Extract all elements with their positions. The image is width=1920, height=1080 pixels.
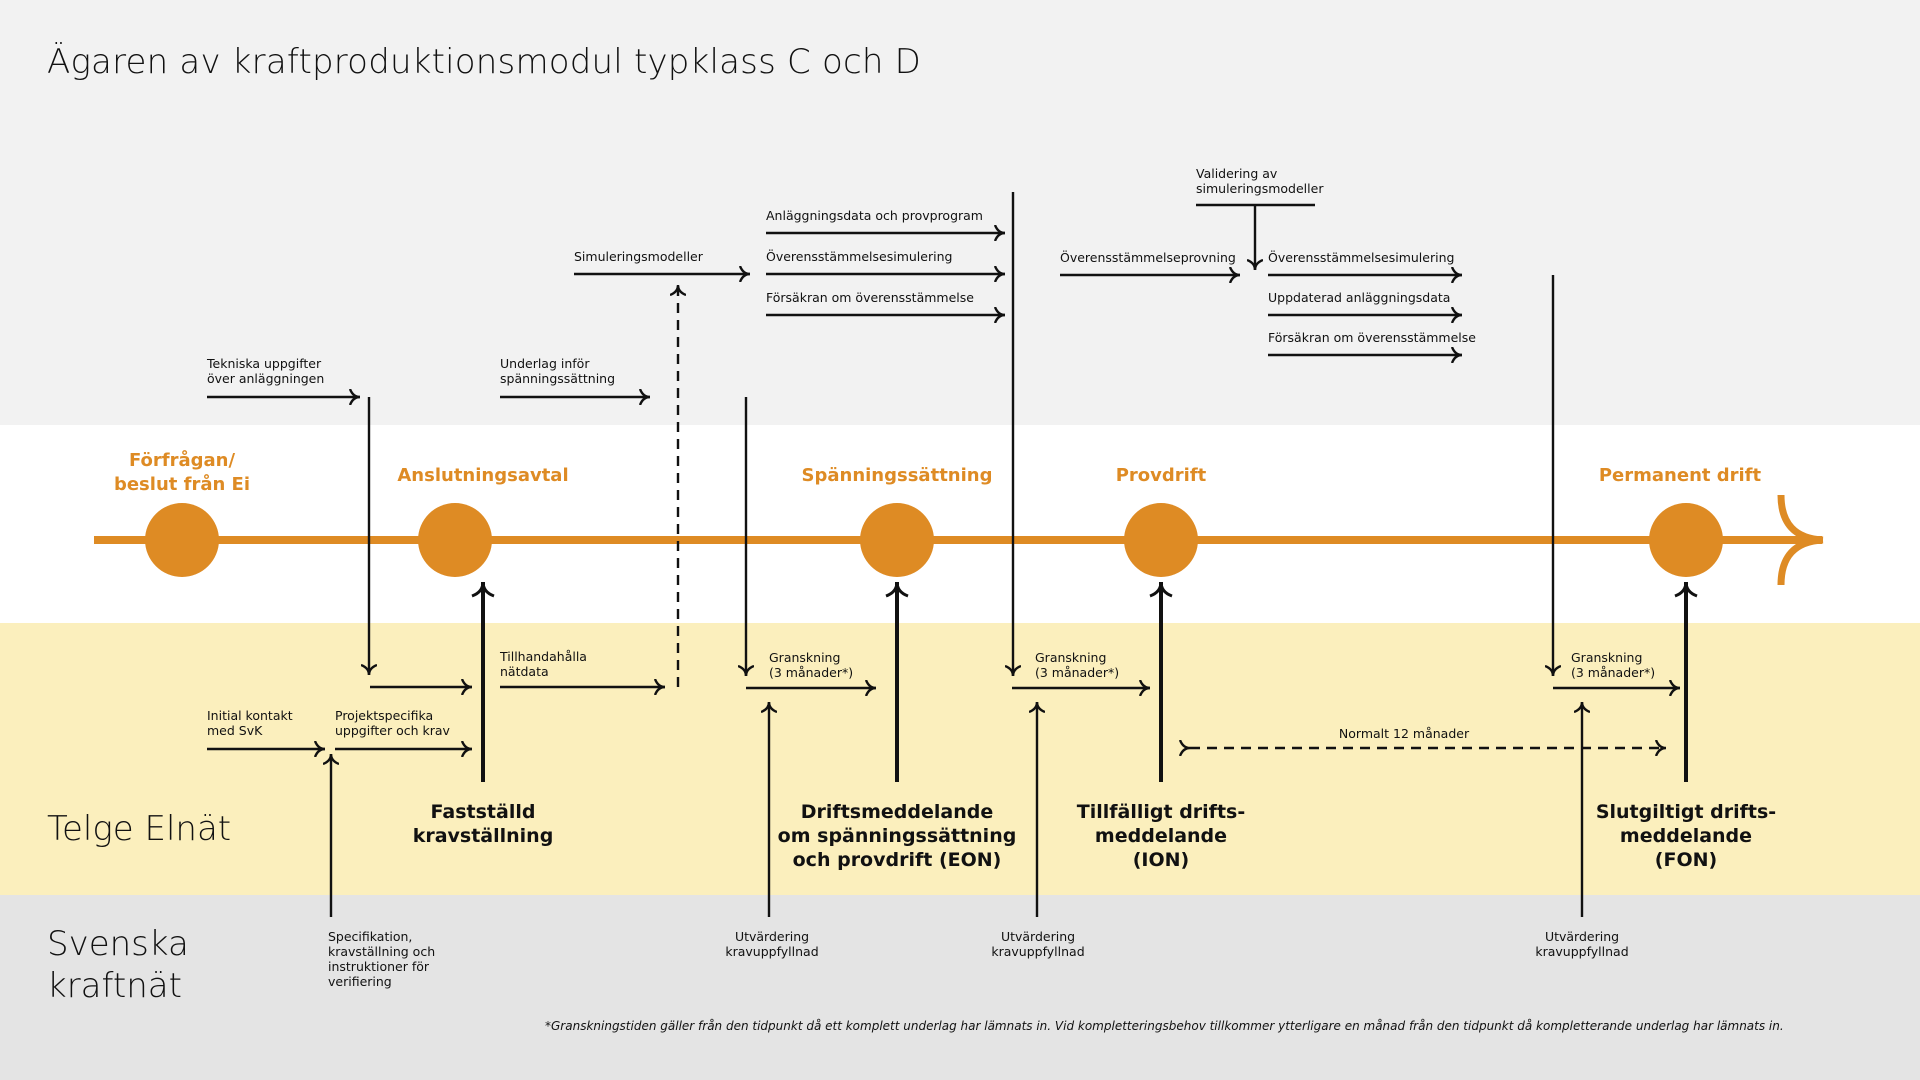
label-line: Granskning [1035, 650, 1107, 665]
stage-label-provdrift: Provdrift [1115, 465, 1207, 486]
timeline [94, 494, 1824, 586]
label-line: Projektspecifika [335, 708, 434, 723]
label-line: spänningssättning [500, 371, 616, 386]
label-line: simuleringsmodeller [1196, 181, 1324, 196]
milestone-label-ion: Tillfälligt drifts- meddelande (ION) [1077, 800, 1245, 872]
label-underlag: Underlag inför spänningssättning [500, 356, 615, 386]
label-fon-input-1: Överensstämmelsesimulering [1268, 250, 1455, 265]
label-line: (3 månader*) [769, 665, 854, 680]
label-line: verifiering [328, 974, 392, 989]
milestone-line: (FON) [1654, 849, 1718, 871]
label-line: Initial kontakt [207, 708, 293, 723]
milestone-line: (ION) [1132, 849, 1190, 871]
stage-label-permanent-drift: Permanent drift [1598, 465, 1762, 486]
stage-label-anslutningsavtal: Anslutningsavtal [397, 465, 569, 486]
label-normalt-12-manader: Normalt 12 månader [1338, 726, 1470, 741]
label-line: kravuppfyllnad [991, 944, 1085, 959]
label-line: Granskning [769, 650, 841, 665]
label-line: Tillhandahålla [500, 649, 587, 664]
label-line: Utvärdering [1544, 929, 1620, 944]
label-line: Underlag inför [500, 356, 590, 371]
milestone-arrowhead-fon-icon [1674, 581, 1698, 598]
label-line: över anläggningen [207, 371, 325, 386]
stage-dot-provdrift [1124, 503, 1198, 577]
label-line: Specifikation, [328, 929, 413, 944]
label-initial-kontakt: Initial kontakt med SvK [207, 708, 293, 738]
label-line: Granskning [1571, 650, 1643, 665]
milestone-line: meddelande [1094, 825, 1228, 847]
label-utvardering-fon: Utvärdering kravuppfyllnad [1535, 929, 1628, 959]
lane-label-grid-owner: Telge Elnät [47, 809, 232, 849]
label-tillhandahalla: Tillhandahålla nätdata [500, 649, 587, 679]
label-granskning-eon: Granskning (3 månader*) [769, 650, 853, 680]
tso-lane-band [0, 895, 1920, 1080]
stage-label-line: Förfrågan/ [128, 450, 236, 471]
milestone-label-fon: Slutgiltigt drifts- meddelande (FON) [1596, 800, 1776, 872]
page-title: Ägaren av kraftproduktionsmodul typklass… [47, 42, 921, 82]
milestone-line: meddelande [1619, 825, 1753, 847]
owner-lane-band [0, 0, 1920, 425]
label-line: kravställning och [328, 944, 436, 959]
label-specifikation: Specifikation, kravställning och instruk… [328, 929, 435, 989]
milestone-line: om spänningssättning [777, 825, 1017, 847]
label-projektspecifika: Projektspecifika uppgifter och krav [335, 708, 450, 738]
milestone-arrowhead-ion-icon [1149, 581, 1173, 598]
label-simuleringsmodeller: Simuleringsmodeller [574, 249, 703, 264]
label-eon-input-3: Försäkran om överensstämmelse [766, 290, 974, 305]
stage-label-spanningssattning: Spänningssättning [801, 465, 993, 486]
milestone-label-eon: Driftsmeddelande om spänningssättning oc… [778, 800, 1017, 872]
label-utvardering-ion: Utvärdering kravuppfyllnad [991, 929, 1084, 959]
label-eon-input-1: Anläggningsdata och provprogram [766, 208, 983, 223]
label-line: kravuppfyllnad [1535, 944, 1629, 959]
milestone-line: Tillfälligt drifts- [1076, 801, 1246, 823]
milestone-arrowhead-eon-icon [885, 581, 909, 598]
label-eon-input-2: Överensstämmelsesimulering [766, 249, 953, 264]
grid-owner-lane-band [0, 623, 1920, 895]
stage-dot-forfragan [145, 503, 219, 577]
timeline-end-arrow-icon [1777, 494, 1824, 586]
timeline-band [0, 425, 1920, 623]
footnote: *Granskningstiden gäller från den tidpun… [545, 1019, 1784, 1033]
label-granskning-ion: Granskning (3 månader*) [1035, 650, 1119, 680]
milestone-line: Fastställd [430, 801, 536, 823]
label-fon-input-3: Försäkran om överensstämmelse [1268, 330, 1476, 345]
label-fon-input-2: Uppdaterad anläggningsdata [1268, 290, 1451, 305]
label-utvardering-eon: Utvärdering kravuppfyllnad [725, 929, 818, 959]
lane-label-tso: Svenska kraftnät [47, 923, 189, 1007]
label-tekniska-uppgifter: Tekniska uppgifter över anläggningen [207, 356, 324, 386]
label-line: Utvärdering [1000, 929, 1076, 944]
label-line: uppgifter och krav [335, 723, 450, 738]
milestone-arrowhead-kravstallning-icon [471, 581, 495, 598]
milestone-line: kravställning [412, 825, 554, 847]
milestone-line: Driftsmeddelande [800, 801, 994, 823]
label-line: Validering av [1196, 166, 1278, 181]
milestone-label-kravstallning: Fastställd kravställning [413, 800, 554, 848]
label-line: Tekniska uppgifter [207, 356, 322, 371]
stage-label-line: beslut från Ei [113, 474, 251, 495]
stage-label-forfragan: Förfrågan/ beslut från Ei [114, 449, 250, 497]
stage-dot-anslutningsavtal [418, 503, 492, 577]
milestone-line: och provdrift (EON) [792, 849, 1002, 871]
label-line: (3 månader*) [1035, 665, 1120, 680]
lane-label-tso-line2: kraftnät [47, 966, 182, 1006]
label-line: instruktioner för [328, 959, 430, 974]
label-line: Utvärdering [734, 929, 810, 944]
label-line: kravuppfyllnad [725, 944, 819, 959]
label-granskning-fon: Granskning (3 månader*) [1571, 650, 1655, 680]
label-overensstammelseprovning: Överensstämmelseprovning [1060, 250, 1236, 265]
label-line: med SvK [207, 723, 263, 738]
stage-dot-spanningssattning [860, 503, 934, 577]
label-validering: Validering av simuleringsmodeller [1196, 166, 1323, 196]
label-line: nätdata [500, 664, 549, 679]
lane-label-tso-line1: Svenska [47, 924, 189, 964]
stage-dot-permanent-drift [1649, 503, 1723, 577]
milestone-line: Slutgiltigt drifts- [1595, 801, 1777, 823]
label-line: (3 månader*) [1571, 665, 1656, 680]
